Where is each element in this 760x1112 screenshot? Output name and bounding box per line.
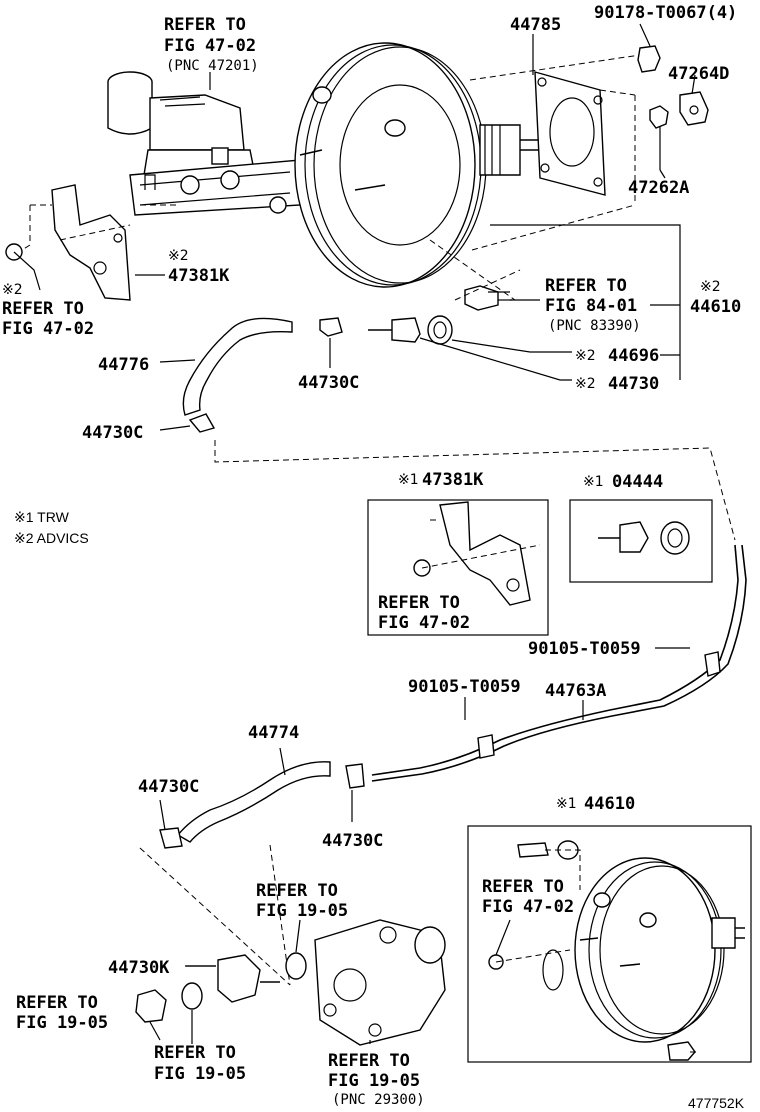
part-number-44785[interactable]: 44785 — [510, 15, 561, 35]
advics-mark: ※2 — [168, 248, 189, 264]
refer-fig-84-01-label[interactable]: FIG 84-01 — [545, 296, 637, 316]
part-number-44610[interactable]: 44610 — [690, 297, 741, 317]
part-number-44774[interactable]: 44774 — [248, 723, 299, 743]
refer-fig-19-05-label[interactable]: REFER TO — [16, 993, 98, 1013]
part-number-90178-T0067[interactable]: 90178-T0067(4) — [594, 3, 737, 23]
part-number-44730K[interactable]: 44730K — [108, 958, 170, 978]
clip-47264D-drawing — [679, 91, 709, 126]
refer-fig-19-05-label[interactable]: REFER TO — [154, 1043, 236, 1063]
gasket-44785-drawing — [534, 71, 606, 196]
refer-fig-47-02-label[interactable]: REFER TO — [2, 299, 84, 319]
pnc-label: (PNC 29300) — [332, 1092, 425, 1108]
part-number-44610-trw[interactable]: 44610 — [584, 794, 635, 814]
projection-line — [429, 239, 521, 301]
leader-line — [419, 337, 572, 381]
refer-fig-19-05-label[interactable]: FIG 19-05 — [256, 901, 348, 921]
vacuum-line-44763A-drawing — [371, 544, 747, 782]
inset-trw-check-valve — [569, 499, 713, 583]
part-number-47381K-trw[interactable]: 47381K — [422, 470, 484, 490]
part-number-90105-T0059[interactable]: 90105-T0059 — [408, 677, 521, 697]
refer-fig-19-05-label[interactable]: REFER TO — [256, 881, 338, 901]
advics-mark: ※2 — [575, 376, 596, 392]
projection-line — [214, 440, 736, 541]
refer-fig-19-05-label[interactable]: FIG 19-05 — [154, 1064, 246, 1084]
refer-fig-19-05-label[interactable]: FIG 19-05 — [16, 1013, 108, 1033]
trw-mark: ※1 — [398, 472, 419, 488]
vacuum-sensor-drawing — [464, 285, 512, 311]
trw-mark: ※1 — [556, 796, 577, 812]
part-number-47264D[interactable]: 47264D — [668, 64, 729, 84]
pnc-label: (PNC 83390) — [548, 318, 641, 334]
part-number-44730C[interactable]: 44730C — [82, 423, 143, 443]
inset-trw-bracket — [367, 499, 549, 636]
projection-line — [21, 204, 180, 251]
brake-booster-drawing — [294, 42, 545, 288]
projection-line — [139, 844, 291, 986]
part-number-44730C[interactable]: 44730C — [138, 777, 199, 797]
refer-fig-84-01-label[interactable]: REFER TO — [545, 276, 627, 296]
hose-44774-drawing — [159, 761, 365, 849]
advics-mark: ※2 — [700, 279, 721, 295]
note-advics: ※2 ADVICS — [14, 530, 89, 546]
projection-line — [469, 54, 641, 251]
nut-90178-drawing — [637, 45, 661, 73]
part-number-44776[interactable]: 44776 — [98, 355, 149, 375]
part-number-44730C[interactable]: 44730C — [298, 373, 359, 393]
part-number-44696[interactable]: 44696 — [608, 346, 659, 366]
refer-fig-19-05-label[interactable]: FIG 19-05 — [328, 1071, 420, 1091]
washer-47262A-drawing — [649, 105, 669, 170]
part-number-04444[interactable]: 04444 — [612, 472, 663, 492]
refer-fig-47-02-label[interactable]: FIG 47-02 — [164, 36, 256, 56]
part-number-47381K[interactable]: 47381K — [168, 266, 230, 286]
part-number-47262A[interactable]: 47262A — [628, 178, 689, 198]
refer-fig-19-05-label[interactable]: REFER TO — [328, 1051, 410, 1071]
check-valve-drawing — [368, 315, 453, 345]
refer-fig-47-02-label[interactable]: FIG 47-02 — [2, 319, 94, 339]
master-cylinder-drawing — [107, 71, 301, 216]
advics-mark: ※2 — [2, 282, 23, 298]
pnc-label: (PNC 47201) — [166, 58, 259, 74]
advics-mark: ※2 — [575, 348, 596, 364]
vacuum-pump-drawing — [135, 919, 446, 1046]
bracket-47381K-drawing — [5, 184, 131, 301]
refer-fig-47-02-label[interactable]: REFER TO — [164, 15, 246, 35]
part-number-44763A[interactable]: 44763A — [545, 681, 606, 701]
part-number-90105-T0059[interactable]: 90105-T0059 — [528, 639, 641, 659]
refer-fig-47-02-label[interactable]: REFER TO — [378, 593, 460, 613]
inset-trw-booster — [467, 825, 752, 1063]
trw-mark: ※1 — [583, 474, 604, 490]
refer-fig-47-02-label[interactable]: FIG 47-02 — [378, 613, 470, 633]
refer-fig-47-02-label[interactable]: REFER TO — [482, 877, 564, 897]
part-number-44730[interactable]: 44730 — [608, 374, 659, 394]
diagram-id: 477752K — [688, 1095, 745, 1111]
hose-44776-drawing — [182, 317, 343, 433]
refer-fig-47-02-label[interactable]: FIG 47-02 — [482, 897, 574, 917]
part-number-44730C[interactable]: 44730C — [322, 831, 383, 851]
leader-lines — [135, 23, 696, 1044]
note-trw: ※1 TRW — [14, 509, 70, 525]
